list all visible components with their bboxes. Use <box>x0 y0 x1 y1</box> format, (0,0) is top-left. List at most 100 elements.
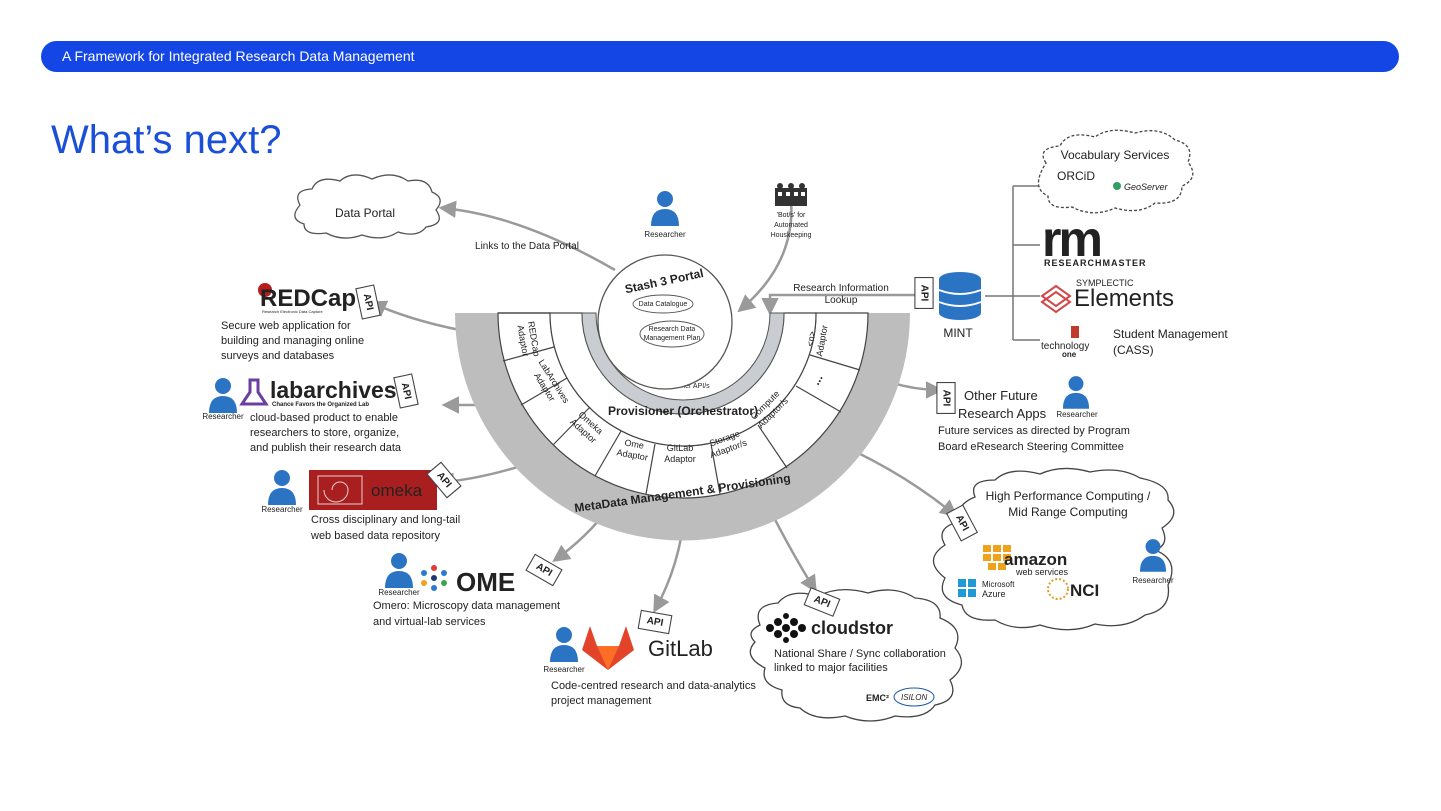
ome-dots-icon <box>421 565 447 591</box>
dmp-label-line2: Management Plan <box>644 335 701 342</box>
symplectic-logo: SYMPLECTIC Elements <box>1040 278 1174 314</box>
data-catalogue-label: Data Catalogue <box>639 301 688 308</box>
azure-icon <box>958 579 976 597</box>
api-tag-future <box>936 381 956 415</box>
hpc-title-2: Mid Range Computing <box>1008 505 1127 519</box>
researcher-hpc-label: Researcher <box>1132 576 1174 585</box>
orchestrator-label: Provisioner (Orchestrator) <box>608 404 758 418</box>
isilon-logo: ISILON <box>901 693 927 702</box>
api-tag-mint <box>914 276 934 310</box>
redcap-logo-text: REDCap <box>260 285 356 312</box>
labarchives-desc-3: and publish their research data <box>250 442 402 454</box>
researcher-future-icon <box>1062 376 1090 409</box>
researcher-omeka-icon <box>268 470 296 505</box>
geoserver-logo: GeoServer <box>1124 182 1169 192</box>
researcher-gitlab-icon <box>550 627 578 662</box>
redcap-desc-2: building and managing online <box>221 335 364 347</box>
aws-logo: web services <box>1015 567 1069 577</box>
cloudstor-cloud[interactable]: cloudstor National Share / Sync collabor… <box>749 589 962 722</box>
mint-label: MINT <box>943 326 973 340</box>
cloudstor-icon <box>766 613 806 643</box>
techone-l1: technology <box>1041 341 1089 352</box>
symplectic-icon <box>1040 284 1072 314</box>
bots-label-2: Automated <box>774 222 808 229</box>
rim-label-1: Research Information <box>793 283 889 294</box>
adaptor-n: <n> <box>805 330 818 347</box>
researcher-gitlab-label: Researcher <box>543 665 585 674</box>
redcap-desc-3: surveys and databases <box>221 350 335 362</box>
researcher-future-label: Researcher <box>1056 410 1098 419</box>
labarchives-tagline: Chance Favors the Organized Lab <box>272 402 369 408</box>
ome-desc-1: Omero: Microscopy data management <box>373 600 560 612</box>
symplectic-small: SYMPLECTIC <box>1076 278 1134 288</box>
amazon-logo: amazon <box>1004 550 1067 569</box>
data-portal-label: Data Portal <box>335 206 395 220</box>
researchmaster-logo: rm RESEARCHMASTER <box>1042 211 1147 268</box>
omeka-desc-1: Cross disciplinary and long-tail <box>311 514 460 526</box>
future-title-1: Other Future <box>964 388 1038 403</box>
technologyone-icon <box>1071 326 1079 338</box>
researcher-top-icon <box>651 191 679 226</box>
header-bar: A Framework for Integrated Research Data… <box>41 41 1399 72</box>
api-tag-gitlab <box>637 609 673 635</box>
central-ring <box>455 312 910 541</box>
dmp-label-line1: Research Data <box>649 326 696 333</box>
nci-icon <box>1047 578 1069 600</box>
researchmaster-name: RESEARCHMASTER <box>1044 258 1147 268</box>
techone-l2: one <box>1062 350 1077 359</box>
omeka-spiral-icon <box>317 475 363 505</box>
slide-title: What’s next? <box>51 118 282 162</box>
adaptor-gitlab-suffix: Adaptor <box>664 454 696 464</box>
vocabulary-title: Vocabulary Services <box>1061 148 1170 162</box>
redcap-icon <box>258 283 272 297</box>
researcher-labarchives-label: Researcher <box>202 412 244 421</box>
gitlab-desc-1: Code-centred research and data-analytics <box>551 680 756 692</box>
gitlab-desc-2: project management <box>551 695 651 707</box>
researcher-omeka-label: Researcher <box>261 505 303 514</box>
future-desc-2: Board eResearch Steering Committee <box>938 441 1124 453</box>
student-management-2: (CASS) <box>1113 343 1154 357</box>
symplectic-elements: Elements <box>1074 285 1174 312</box>
aws-icon <box>983 545 1011 570</box>
rm-logo: rm <box>1042 211 1100 267</box>
gitlab-logo: GitLab <box>648 636 713 661</box>
gitlab-fox-icon <box>582 626 634 670</box>
links-to-portal-label: Links to the Data Portal <box>475 241 579 252</box>
redcap-logo: REDCap Research Electronic Data Capture <box>258 283 356 314</box>
azure-logo-2: Azure <box>982 589 1006 599</box>
nci-logo: NCI <box>1070 581 1099 600</box>
right-bracket <box>985 185 1040 341</box>
hpc-title-1: High Performance Computing / <box>986 489 1151 503</box>
cloudstor-desc-1: National Share / Sync collaboration <box>774 648 946 660</box>
researcher-ome-label: Researcher <box>378 588 420 597</box>
adaptor-ome: Ome <box>624 437 645 450</box>
cloudstor-logo: cloudstor <box>811 618 893 638</box>
hpc-cloud[interactable]: High Performance Computing / Mid Range C… <box>932 467 1175 631</box>
data-portal-cloud[interactable]: Data Portal <box>294 174 441 239</box>
bots-label-3: Houskeeping <box>771 232 812 239</box>
flask-icon <box>239 378 269 406</box>
omeka-desc-2: web based data repository <box>310 530 441 542</box>
omeka-logo-text: omeka <box>371 481 423 500</box>
orcid-logo: ORCiD <box>1057 169 1095 183</box>
technologyone-logo: technology one <box>1041 326 1089 359</box>
researcher-ome-icon <box>385 553 413 588</box>
researcher-labarchives-icon <box>209 378 237 413</box>
cloudstor-desc-2: linked to major facilities <box>774 662 888 674</box>
azure-logo-1: Microsoft <box>982 580 1015 589</box>
redcap-desc-1: Secure web application for <box>221 320 351 332</box>
researcher-top-label: Researcher <box>644 230 686 239</box>
geoserver-icon <box>1113 182 1121 190</box>
mint-database-icon <box>938 272 982 320</box>
bots-icon <box>775 183 807 206</box>
stash-portal[interactable]: Stash 3 Portal Data Catalogue Research D… <box>597 254 733 390</box>
header-title: A Framework for Integrated Research Data… <box>62 48 415 64</box>
labarchives-logo: labarchives Chance Favors the Organized … <box>239 377 397 408</box>
future-desc-1: Future services as directed by Program <box>938 425 1130 437</box>
api-tag-redcap <box>355 284 381 320</box>
emc-logo: EMC² <box>866 693 889 703</box>
api-tag-labarchives <box>393 373 419 409</box>
future-title-2: Research Apps <box>958 406 1047 421</box>
vocabulary-cloud[interactable]: Vocabulary Services ORCiD GeoServer <box>1037 129 1194 214</box>
